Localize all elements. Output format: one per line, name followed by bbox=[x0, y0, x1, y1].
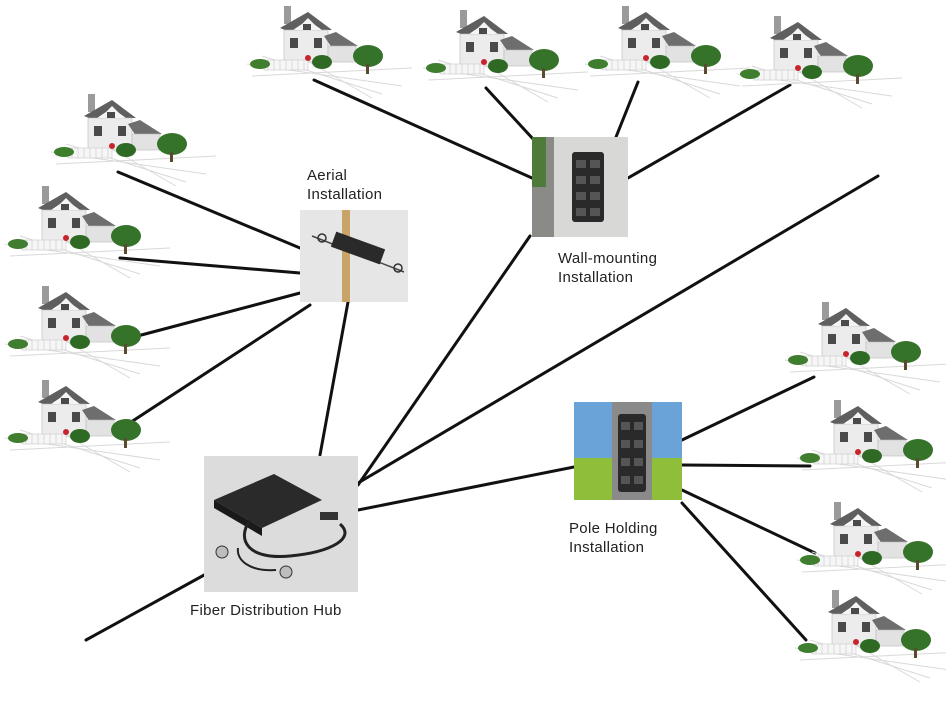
house-icon bbox=[422, 9, 589, 103]
house-icon bbox=[796, 399, 946, 493]
house-icon bbox=[246, 5, 413, 99]
house-icon bbox=[4, 285, 171, 379]
house-icons bbox=[4, 5, 946, 683]
fiber-distribution-hub-photo bbox=[204, 456, 358, 592]
house-icon bbox=[736, 15, 903, 109]
hub-label-text: Fiber Distribution Hub bbox=[190, 602, 342, 619]
pole-holding-installation-photo bbox=[574, 402, 682, 500]
house-icon bbox=[50, 93, 217, 187]
pole-label-line-2: Installation bbox=[569, 539, 645, 556]
wall-label-line-2: Installation bbox=[558, 269, 634, 286]
wall-label-line-1: Wall-mounting bbox=[558, 250, 658, 267]
house-icon bbox=[796, 501, 946, 595]
wall-mounting-installation-photo bbox=[532, 137, 628, 237]
pole-holding-installation-label: Pole Holding Installation bbox=[569, 519, 658, 557]
fiber-lines bbox=[84, 78, 880, 642]
aerial-installation-photo bbox=[300, 210, 408, 302]
house-icon bbox=[4, 379, 171, 473]
pole-label-line-1: Pole Holding bbox=[569, 520, 658, 537]
aerial-label-line-1: Aerial bbox=[307, 167, 348, 184]
house-icon bbox=[4, 185, 171, 279]
aerial-installation-label: Aerial Installation bbox=[307, 166, 382, 204]
wall-mounting-installation-label: Wall-mounting Installation bbox=[558, 249, 657, 287]
aerial-label-line-2: Installation bbox=[307, 186, 383, 203]
fiber-distribution-hub-label: Fiber Distribution Hub bbox=[190, 601, 342, 620]
house-icon bbox=[584, 5, 751, 99]
house-icon bbox=[794, 589, 946, 683]
